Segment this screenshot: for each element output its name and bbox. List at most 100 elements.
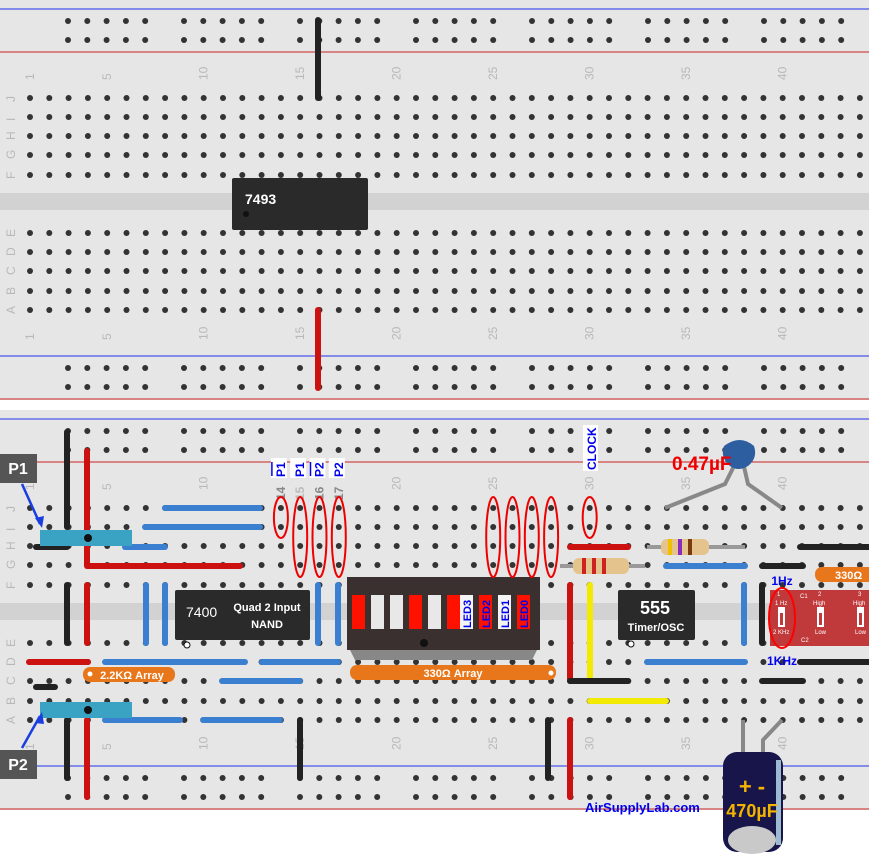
hole[interactable] [220, 114, 226, 120]
hole[interactable] [644, 152, 651, 158]
rail-hole[interactable] [238, 794, 245, 800]
hole[interactable] [65, 152, 72, 158]
rail-hole[interactable] [354, 428, 361, 434]
hole[interactable] [818, 678, 825, 684]
hole[interactable] [65, 95, 72, 101]
hole[interactable] [277, 562, 284, 568]
hole[interactable] [335, 268, 342, 274]
hole[interactable] [741, 249, 748, 255]
hole[interactable] [663, 582, 670, 588]
hole[interactable] [625, 268, 632, 274]
hole[interactable] [470, 288, 477, 294]
rail-hole[interactable] [354, 447, 361, 453]
hole[interactable] [46, 288, 53, 294]
hole[interactable] [104, 172, 111, 178]
hole[interactable] [413, 562, 419, 568]
hole[interactable] [683, 133, 690, 139]
rail-hole[interactable] [103, 365, 110, 371]
rail-hole[interactable] [702, 18, 709, 24]
hole[interactable] [818, 133, 825, 139]
hole[interactable] [856, 678, 863, 684]
hole[interactable] [606, 717, 612, 723]
hole[interactable] [393, 230, 400, 236]
hole[interactable] [470, 307, 477, 313]
hole[interactable] [528, 152, 535, 158]
hole[interactable] [239, 307, 246, 313]
hole[interactable] [200, 114, 207, 120]
hole[interactable] [856, 307, 863, 313]
hole[interactable] [277, 172, 284, 178]
rail-hole[interactable] [780, 447, 787, 453]
chip-7493[interactable]: 7493 [232, 178, 368, 230]
hole[interactable] [65, 230, 72, 236]
rail-hole[interactable] [297, 428, 303, 434]
hole[interactable] [374, 717, 381, 723]
hole[interactable] [27, 230, 33, 236]
rail-hole[interactable] [103, 775, 110, 781]
hole[interactable] [837, 133, 844, 139]
rail-hole[interactable] [335, 447, 342, 453]
hole[interactable] [663, 133, 670, 139]
hole[interactable] [220, 288, 226, 294]
hole[interactable] [393, 524, 400, 530]
hole[interactable] [335, 152, 342, 158]
hole[interactable] [393, 562, 400, 568]
hole[interactable] [837, 307, 844, 313]
rail-hole[interactable] [586, 18, 593, 24]
rail-hole[interactable] [722, 18, 729, 24]
hole[interactable] [316, 288, 323, 294]
hole[interactable] [181, 114, 188, 120]
hole[interactable] [123, 172, 130, 178]
hole[interactable] [856, 95, 863, 101]
hole[interactable] [46, 95, 53, 101]
hole[interactable] [374, 114, 381, 120]
hole[interactable] [683, 524, 690, 530]
rail-hole[interactable] [142, 794, 149, 800]
hole[interactable] [374, 505, 381, 511]
hole[interactable] [181, 230, 188, 236]
hole[interactable] [644, 268, 651, 274]
hole[interactable] [65, 307, 72, 313]
hole[interactable] [837, 562, 844, 568]
hole[interactable] [277, 133, 284, 139]
hole[interactable] [837, 249, 844, 255]
hole[interactable] [779, 172, 786, 178]
hole[interactable] [258, 95, 265, 101]
rail-hole[interactable] [606, 794, 613, 800]
rail-hole[interactable] [297, 18, 303, 24]
hole[interactable] [123, 152, 130, 158]
hole[interactable] [258, 307, 265, 313]
hole[interactable] [162, 249, 169, 255]
hole[interactable] [606, 288, 612, 294]
hole[interactable] [779, 307, 786, 313]
hole[interactable] [683, 640, 690, 646]
hole[interactable] [46, 524, 53, 530]
hole[interactable] [567, 133, 574, 139]
hole[interactable] [451, 133, 458, 139]
hole[interactable] [162, 95, 169, 101]
rail-hole[interactable] [122, 384, 129, 390]
hole[interactable] [393, 659, 400, 665]
hole[interactable] [721, 524, 728, 530]
hole[interactable] [413, 524, 419, 530]
hole[interactable] [123, 268, 130, 274]
hole[interactable] [451, 288, 458, 294]
rail-hole[interactable] [103, 447, 110, 453]
hole[interactable] [548, 505, 555, 511]
hole[interactable] [84, 288, 91, 294]
rail-hole[interactable] [181, 37, 187, 43]
hole[interactable] [413, 698, 419, 704]
rail-hole[interactable] [316, 794, 323, 800]
hole[interactable] [548, 172, 555, 178]
hole[interactable] [818, 172, 825, 178]
hole[interactable] [779, 152, 786, 158]
hole[interactable] [104, 133, 111, 139]
hole[interactable] [683, 95, 690, 101]
hole[interactable] [760, 114, 767, 120]
rail-hole[interactable] [470, 37, 477, 43]
rail-hole[interactable] [84, 384, 91, 390]
hole[interactable] [663, 152, 670, 158]
hole[interactable] [316, 114, 323, 120]
hole[interactable] [837, 582, 844, 588]
hole[interactable] [760, 268, 767, 274]
